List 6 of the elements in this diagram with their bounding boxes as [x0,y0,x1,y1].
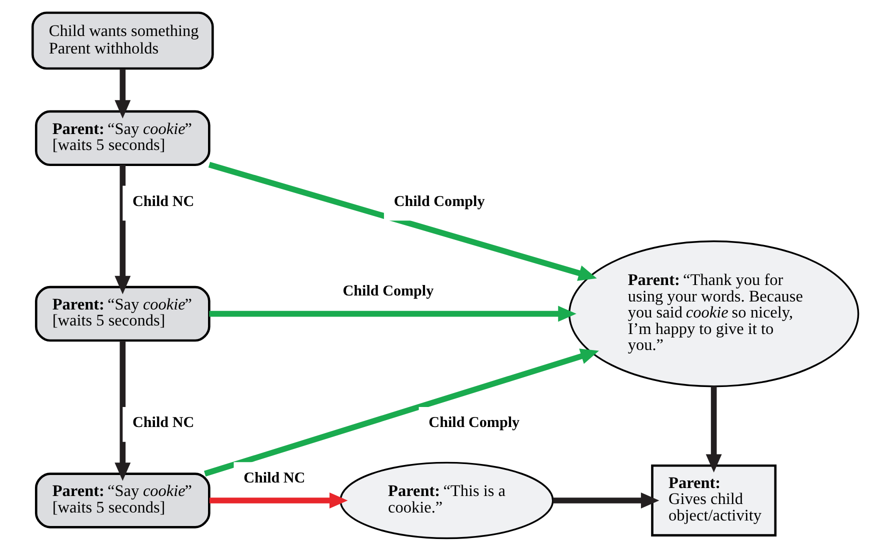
edge-label: Child Comply [342,284,434,300]
edge-label: Child NC [132,194,194,210]
edge-label: Child Comply [428,415,520,432]
edge-label: Child NC [132,415,194,432]
edge-label: Child Comply [393,194,484,210]
edge-label: Child NC [243,470,305,486]
